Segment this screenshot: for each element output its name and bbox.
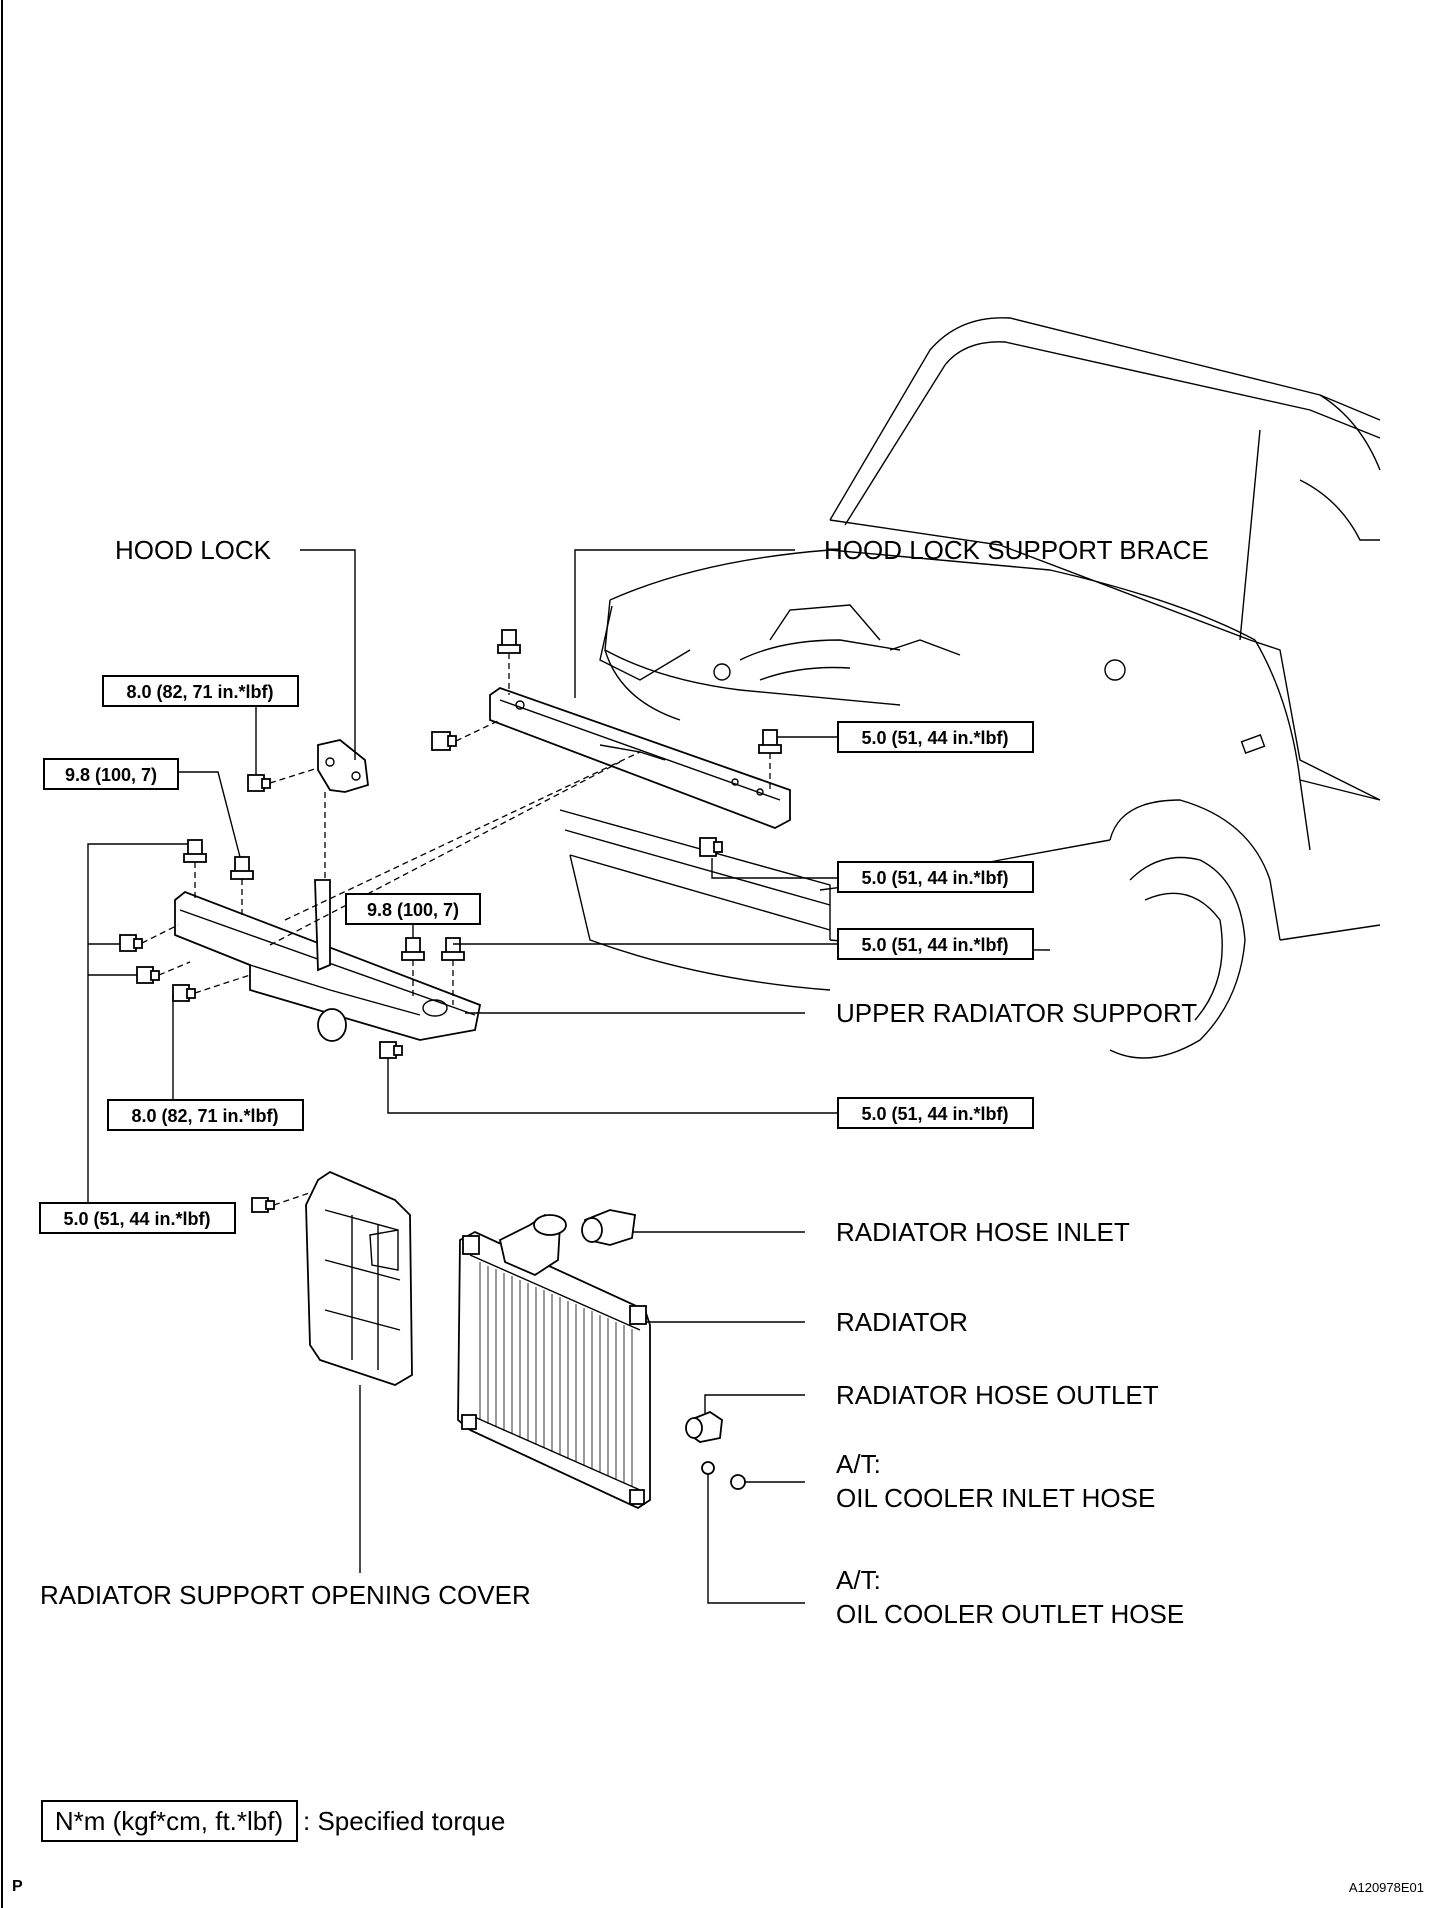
- bolt-support-2: [230, 856, 254, 880]
- assembly-dashed-lines: [141, 653, 771, 1206]
- bolt-support-8: [379, 1041, 403, 1059]
- bolt-hood-lock: [247, 774, 271, 792]
- bolt-support-5: [172, 984, 196, 1002]
- torque-label-support-side-bolts: 5.0 (51, 44 in.*lbf): [39, 1202, 236, 1234]
- label-oil-cooler-outlet-hose: OIL COOLER OUTLET HOSE: [836, 1599, 1184, 1629]
- legend-unit-box: N*m (kgf*cm, ft.*lbf): [55, 1806, 283, 1836]
- bolt-brace-right: [758, 729, 782, 754]
- oil-cooler-hose-fittings: [701, 1461, 746, 1490]
- upper-radiator-support: [174, 879, 482, 1042]
- svg-text:5.0 (51, 44 in.*lbf): 5.0 (51, 44 in.*lbf): [861, 868, 1008, 888]
- hood-lock-support-brace: [489, 686, 791, 829]
- bolt-support-3: [119, 934, 143, 952]
- label-radiator: RADIATOR: [836, 1307, 968, 1337]
- torque-label-support-bottom-bolt: 5.0 (51, 44 in.*lbf): [837, 1097, 1034, 1129]
- svg-text:5.0 (51, 44 in.*lbf): 5.0 (51, 44 in.*lbf): [861, 1104, 1008, 1124]
- page-marker: P: [12, 1878, 23, 1895]
- svg-text:8.0 (82, 71 in.*lbf): 8.0 (82, 71 in.*lbf): [131, 1106, 278, 1126]
- torque-label-hood-lock-bolt: 8.0 (82, 71 in.*lbf): [102, 675, 299, 707]
- label-hood-lock: HOOD LOCK: [115, 535, 272, 565]
- figure-id: A120978E01: [1349, 1880, 1424, 1895]
- label-oil-cooler-inlet-hose: OIL COOLER INLET HOSE: [836, 1483, 1155, 1513]
- bolt-brace-lower: [699, 837, 723, 857]
- torque-label-brace-bolt-top: 5.0 (51, 44 in.*lbf): [837, 721, 1034, 753]
- svg-text:5.0 (51, 44 in.*lbf): 5.0 (51, 44 in.*lbf): [63, 1209, 210, 1229]
- radiator-hose-inlet: [581, 1209, 637, 1246]
- hood-lock: [317, 739, 369, 793]
- radiator-core-fins: [479, 1262, 633, 1487]
- bolt-support-7: [441, 937, 465, 961]
- svg-text:9.8 (100, 7): 9.8 (100, 7): [65, 765, 157, 785]
- bolt-cover: [251, 1197, 275, 1213]
- torque-legend: N*m (kgf*cm, ft.*lbf) : Specified torque: [41, 1800, 505, 1842]
- bolt-support-1: [183, 839, 207, 863]
- bolt-brace-top: [497, 629, 521, 654]
- bolt-brace-left: [431, 731, 457, 751]
- leader-lines: [87, 549, 838, 1604]
- torque-label-support-right-bolt: 5.0 (51, 44 in.*lbf): [837, 928, 1034, 960]
- label-upper-radiator-support: UPPER RADIATOR SUPPORT: [836, 998, 1197, 1028]
- label-radiator-support-opening-cover: RADIATOR SUPPORT OPENING COVER: [40, 1580, 531, 1610]
- torque-label-brace-bolt-lower: 5.0 (51, 44 in.*lbf): [837, 861, 1034, 893]
- radiator-hose-outlet: [685, 1410, 723, 1443]
- radiator: [457, 1213, 651, 1510]
- svg-text:8.0 (82, 71 in.*lbf): 8.0 (82, 71 in.*lbf): [126, 682, 273, 702]
- torque-label-support-left-bolt: 8.0 (82, 71 in.*lbf): [107, 1099, 304, 1131]
- label-hood-lock-support-brace: HOOD LOCK SUPPORT BRACE: [824, 535, 1209, 565]
- legend-description: : Specified torque: [303, 1806, 505, 1836]
- svg-text:5.0 (51, 44 in.*lbf): 5.0 (51, 44 in.*lbf): [861, 728, 1008, 748]
- label-radiator-hose-inlet: RADIATOR HOSE INLET: [836, 1217, 1130, 1247]
- torque-label-support-center-bolt: 9.8 (100, 7): [345, 893, 481, 925]
- label-radiator-hose-outlet: RADIATOR HOSE OUTLET: [836, 1380, 1159, 1410]
- svg-text:5.0 (51, 44 in.*lbf): 5.0 (51, 44 in.*lbf): [861, 935, 1008, 955]
- bolt-support-6: [401, 937, 425, 961]
- label-oil-cooler-outlet-prefix: A/T:: [836, 1565, 881, 1595]
- label-oil-cooler-inlet-prefix: A/T:: [836, 1449, 881, 1479]
- svg-text:9.8 (100, 7): 9.8 (100, 7): [367, 900, 459, 920]
- radiator-support-opening-cover: [305, 1170, 413, 1386]
- bolt-support-4: [136, 966, 160, 984]
- bolts: [119, 629, 782, 1213]
- torque-label-hood-lock-side-bolt: 9.8 (100, 7): [43, 758, 179, 790]
